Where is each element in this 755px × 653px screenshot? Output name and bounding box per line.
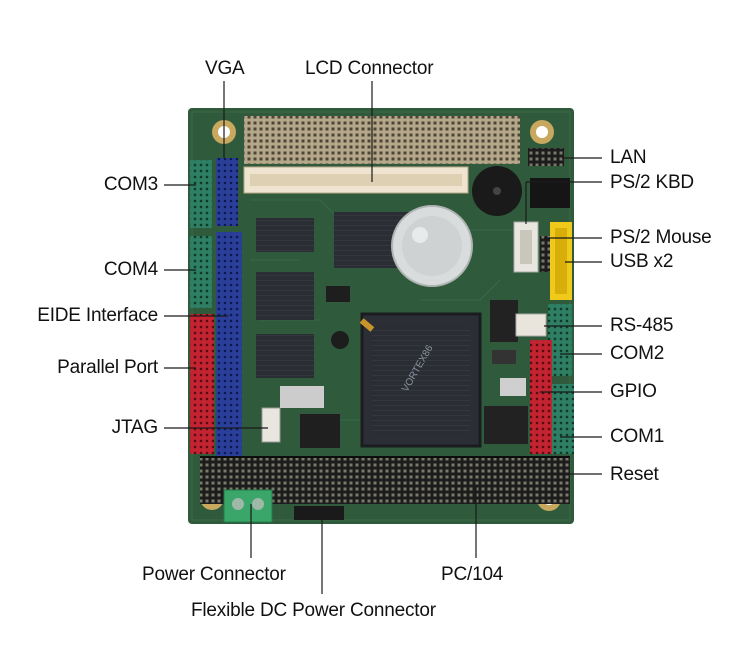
label-pc104: PC/104 xyxy=(441,564,504,585)
rs485-header xyxy=(515,313,547,337)
chip xyxy=(300,414,340,448)
eide-header xyxy=(216,232,242,456)
label-parallel-port: Parallel Port xyxy=(57,357,158,378)
vga-header xyxy=(216,158,238,226)
label-com3: COM3 xyxy=(103,174,158,195)
gpio-header xyxy=(530,340,552,454)
com4-header xyxy=(190,236,212,308)
label-rs485: RS-485 xyxy=(610,315,674,336)
label-vga: VGA xyxy=(205,58,245,79)
jtag-header xyxy=(261,407,281,443)
lcd-connector-header xyxy=(244,116,520,164)
label-com4: COM4 xyxy=(103,259,158,280)
label-eide-interface: EIDE Interface xyxy=(37,305,158,326)
label-reset: Reset xyxy=(610,464,659,485)
label-lcd-connector: LCD Connector xyxy=(305,58,434,79)
power-terminal xyxy=(223,489,273,523)
label-gpio: GPIO xyxy=(610,381,657,402)
chip xyxy=(256,272,314,320)
chip xyxy=(256,218,314,252)
label-power-connector: Power Connector xyxy=(142,564,286,585)
label-usb-x2: USB x2 xyxy=(610,251,674,272)
lan-header xyxy=(528,148,564,166)
com3-header xyxy=(190,160,212,228)
label-flexible-dc-power-connector: Flexible DC Power Connector xyxy=(191,600,436,621)
leader-lines xyxy=(164,81,602,594)
label-com1: COM1 xyxy=(610,426,665,447)
chip xyxy=(490,300,518,342)
parallel-header xyxy=(190,314,214,454)
label-jtag: JTAG xyxy=(111,417,159,438)
label-ps2-kbd: PS/2 KBD xyxy=(610,172,694,193)
label-com2: COM2 xyxy=(610,343,665,364)
label-ps2-mouse: PS/2 Mouse xyxy=(610,227,712,248)
chip xyxy=(484,406,528,444)
chip xyxy=(256,334,314,378)
label-lan: LAN xyxy=(610,147,647,168)
com1-header xyxy=(552,384,574,454)
